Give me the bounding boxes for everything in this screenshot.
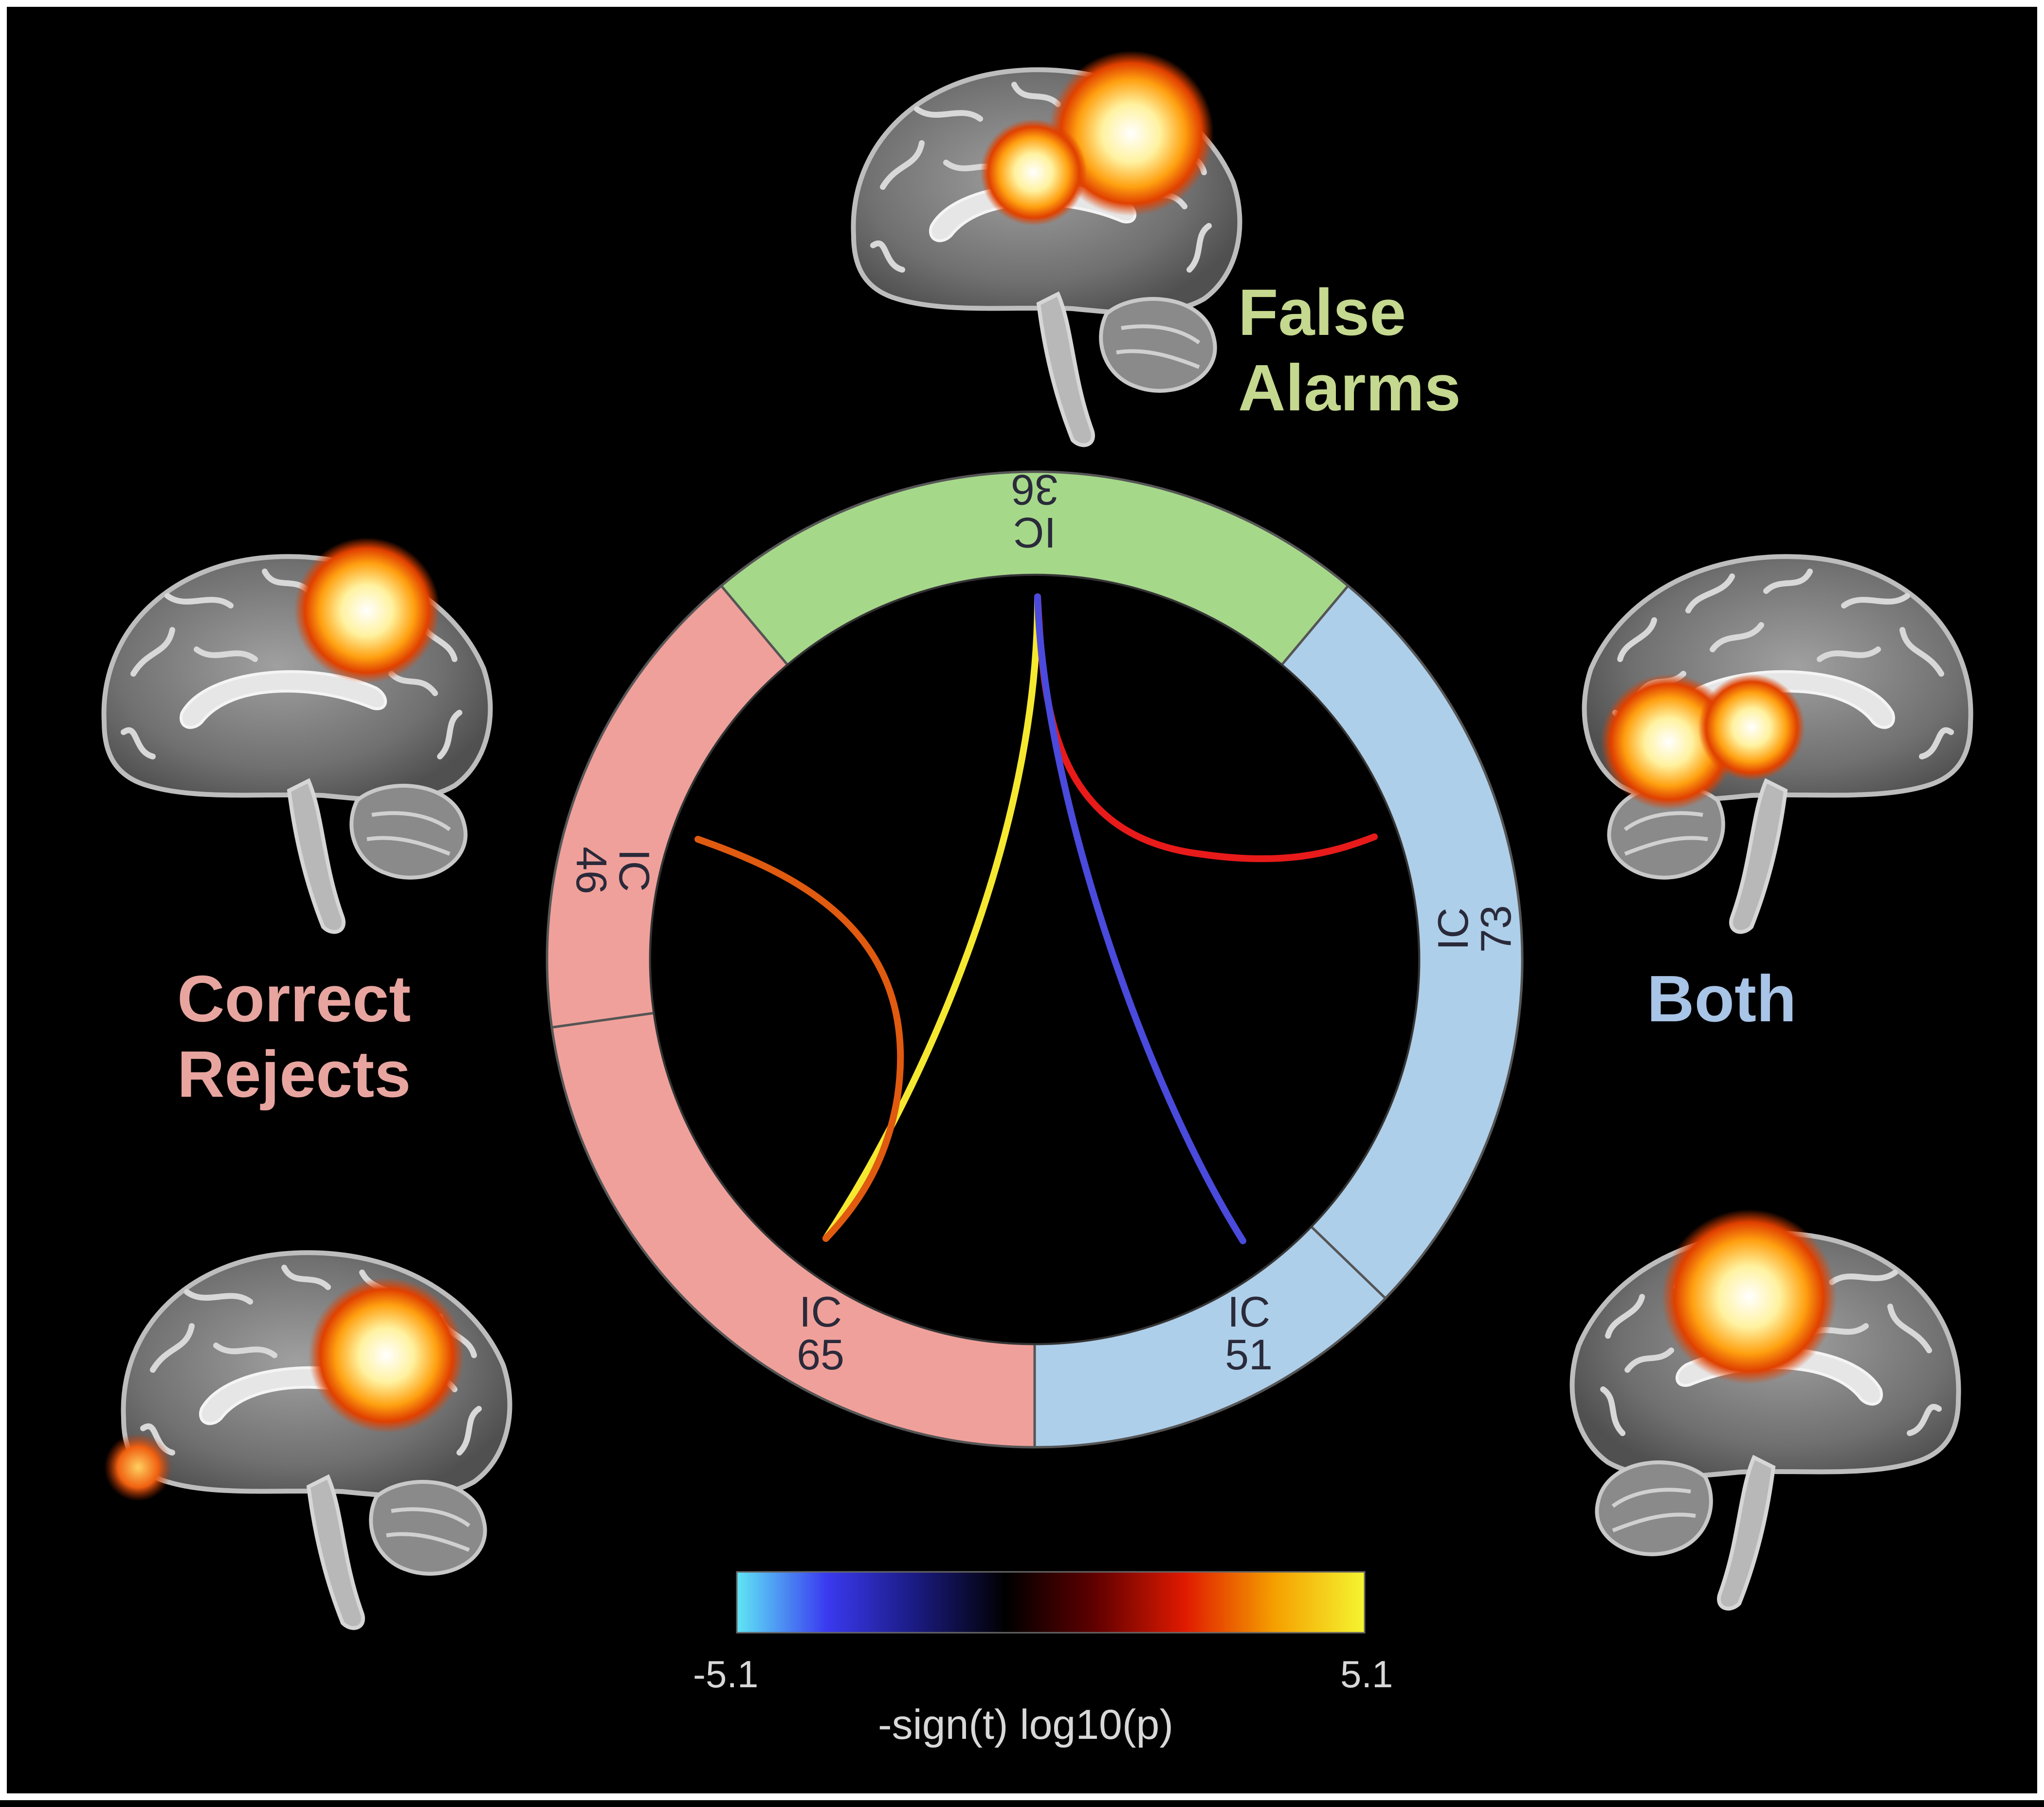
colorbar-label: -sign(t) log10(p) (878, 1701, 1173, 1748)
connection-ic-46-ic-65 (694, 836, 904, 1242)
activation-blob (1661, 1209, 1837, 1384)
false-alarms-label: False Alarms (1238, 276, 1461, 425)
ic-label-line1: IC (1013, 509, 1056, 557)
ic-label-line2: 51 (1225, 1330, 1273, 1379)
ic-label-line2: 65 (797, 1330, 844, 1379)
brain-slice (124, 1253, 510, 1628)
activation-blob (104, 1433, 172, 1501)
brain-ic-73 (1585, 556, 1971, 932)
brain-ic-51 (1572, 1209, 1959, 1608)
ic-label-line1: IC (610, 849, 658, 892)
colorbar-max-tick: 5.1 (1340, 1653, 1393, 1696)
ic-label-line2: 36 (1011, 466, 1058, 514)
colorbar (736, 1571, 1366, 1634)
activation-blob (1698, 674, 1805, 781)
brain-ic-36 (854, 51, 1240, 445)
ic-label-line1: IC (1227, 1288, 1270, 1336)
ic-label-line1: IC (799, 1288, 842, 1336)
activation-blob (294, 537, 440, 683)
activation-blob (1048, 51, 1214, 216)
connection-ic-36-ic-51 (1034, 593, 1246, 1244)
both-label: Both (1647, 962, 1797, 1035)
ring-inner-disk (649, 574, 1420, 1345)
activation-blob (980, 119, 1087, 226)
brain-ic-65 (104, 1253, 510, 1628)
colorbar-min-tick: -5.1 (693, 1653, 759, 1696)
ic-label-line1: IC (1429, 907, 1477, 950)
brain-ic-46 (104, 537, 491, 932)
ic-label-line2: 73 (1472, 905, 1520, 953)
correct-rejects-label: Correct Rejects (177, 962, 411, 1111)
connection-ic-36-ic-65 (822, 593, 1041, 1242)
ic-label-line2: 46 (567, 847, 616, 894)
activation-blob (309, 1277, 464, 1433)
